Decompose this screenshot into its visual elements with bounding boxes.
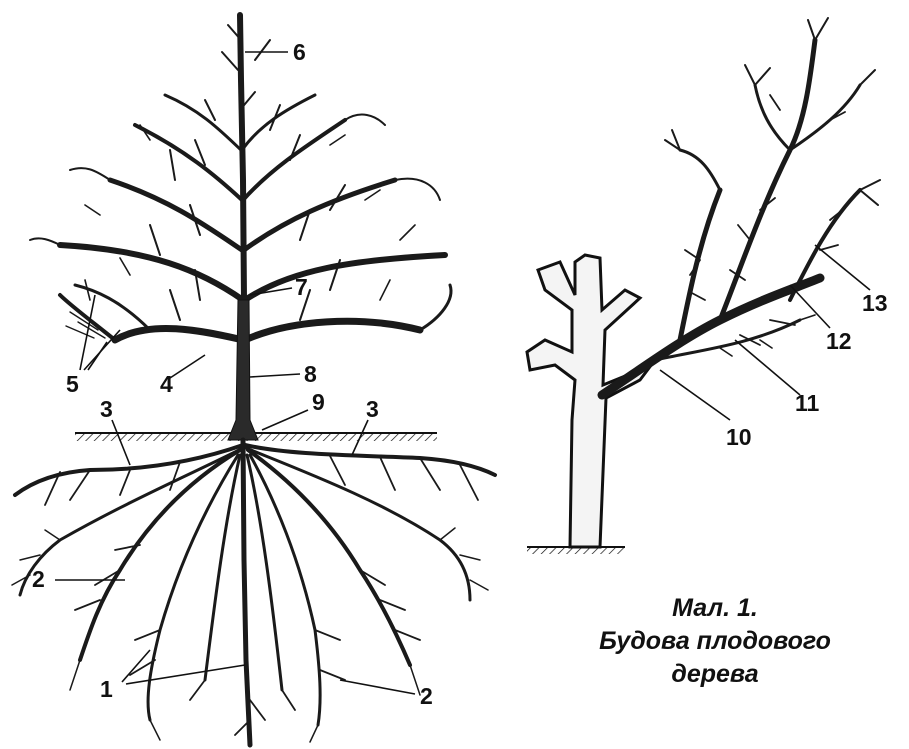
left-leaders [55, 52, 415, 694]
label-12-overgrowing-branch: 12 [826, 328, 852, 354]
label-6-central-leader: 6 [293, 39, 306, 65]
label-8-trunk: 8 [304, 361, 317, 387]
right-trunk [527, 255, 655, 547]
label-9-root-collar: 9 [312, 389, 325, 415]
label-11-semi-skeletal-branch: 11 [795, 390, 820, 416]
label-2-right-fibrous-root: 2 [420, 683, 433, 709]
label-2-left-fibrous-root: 2 [32, 566, 45, 592]
left-trunk [228, 300, 258, 440]
left-tree: 6 7 8 9 4 5 3 3 2 1 2 [12, 15, 495, 745]
label-1-main-root: 1 [100, 676, 113, 702]
figure-caption: Мал. 1. Будова плодового дерева [560, 592, 870, 691]
caption-title-line-2: дерева [560, 658, 870, 691]
caption-figure-number: Мал. 1. [560, 592, 870, 625]
caption-title-line-1: Будова плодового [560, 625, 870, 658]
label-3-right-root: 3 [366, 396, 379, 422]
label-10-scaffold-branch: 10 [726, 424, 752, 450]
label-4-scaffold-branch: 4 [160, 371, 173, 397]
label-3-left-root: 3 [100, 396, 113, 422]
label-13-fruiting-wood: 13 [862, 290, 888, 316]
crown [30, 15, 451, 340]
right-tree: 10 11 12 13 [527, 18, 888, 554]
label-5-branches: 5 [66, 371, 79, 397]
label-7-crown-axis: 7 [295, 274, 308, 300]
